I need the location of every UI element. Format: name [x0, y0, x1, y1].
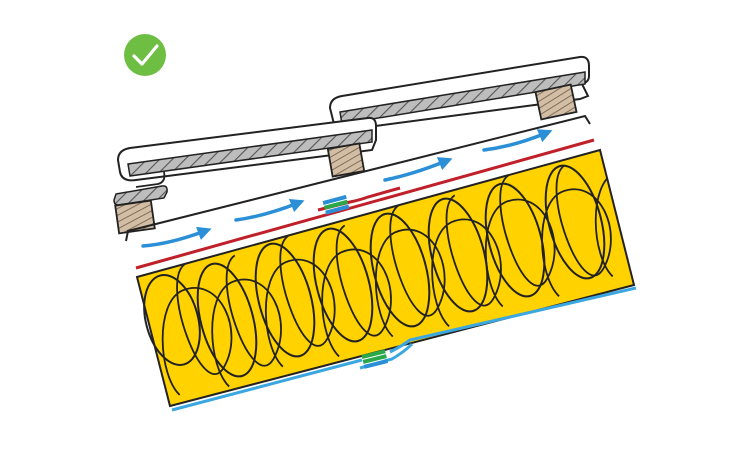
roof-tile-middle: [116, 116, 377, 188]
underlay-overlap: [317, 186, 401, 212]
airflow-arrow-2: [234, 199, 305, 222]
batten-left: [114, 199, 156, 235]
vapour-control-overlap: [359, 342, 414, 370]
insulation: [135, 148, 636, 408]
airflow-arrow-1: [141, 226, 212, 248]
sealing-tape-upper: [322, 194, 350, 215]
counter-batten-board: [125, 114, 591, 242]
checkmark-circle-icon: [124, 34, 166, 76]
airflow-arrow-4: [482, 129, 553, 152]
batten-right: [534, 83, 578, 121]
airflow-arrow-3: [383, 157, 453, 182]
underlay-membrane: [135, 138, 595, 270]
sealing-tape-lower: [361, 349, 389, 369]
vapour-control-layer: [171, 286, 637, 412]
roof-tile-lower: [113, 185, 168, 206]
batten-middle: [326, 142, 366, 178]
airflow-arrows: [141, 129, 553, 248]
